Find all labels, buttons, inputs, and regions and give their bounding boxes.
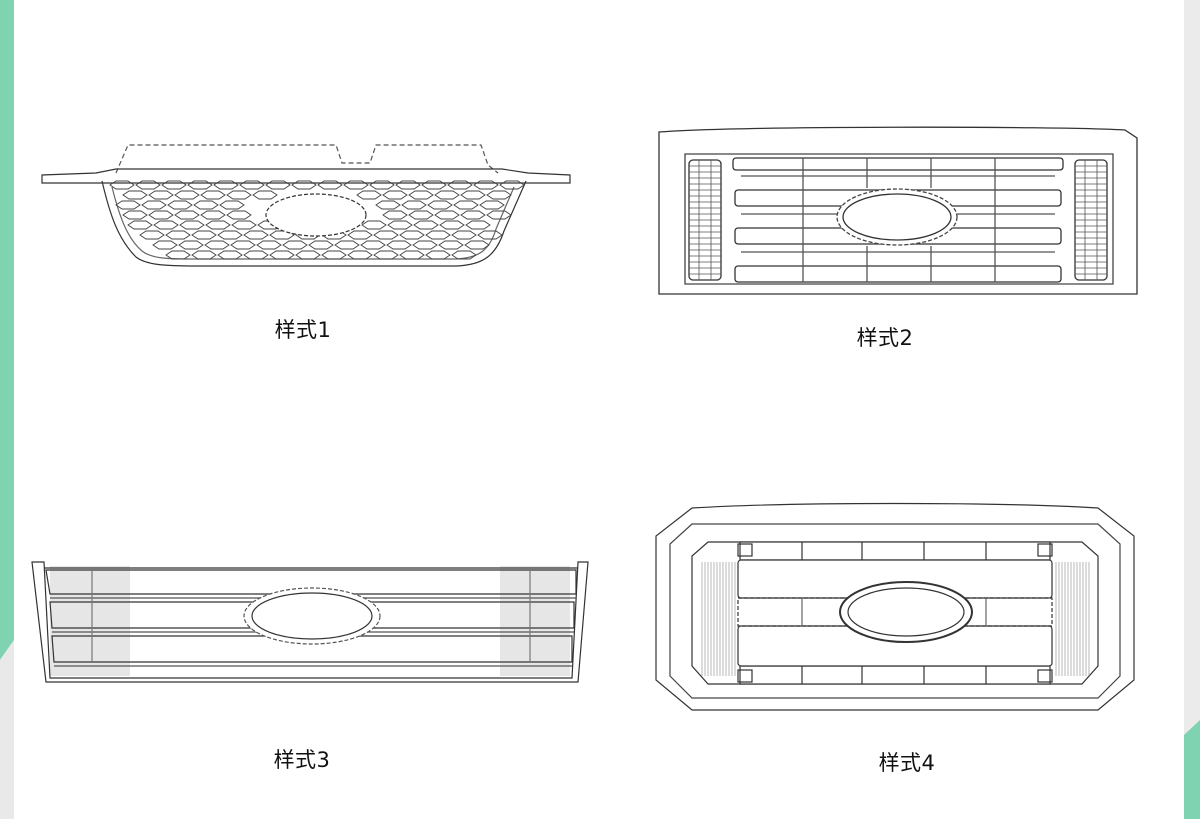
left-side-vent (688, 159, 722, 281)
hex-row (139, 230, 503, 240)
left-shade (50, 566, 130, 676)
hex-row (127, 220, 491, 230)
middle-frame (669, 523, 1121, 699)
right-side-vent (1074, 159, 1108, 281)
inner-frame (691, 541, 1099, 685)
lower-rail (739, 665, 1051, 685)
grille-style-3 (30, 558, 592, 684)
vertical-dividers (802, 158, 996, 282)
corner-clips (737, 543, 1053, 683)
inner-frame (684, 153, 1114, 285)
hex-row (115, 200, 505, 210)
center-bars (737, 559, 1053, 667)
green-corner (1184, 720, 1200, 819)
right-shade (500, 566, 570, 676)
green-accent (0, 0, 14, 660)
right-accent-strip (1184, 0, 1200, 819)
grille-style-1 (36, 135, 576, 275)
upper-rail (739, 541, 1051, 561)
hex-row (109, 180, 525, 190)
left-accent-strip (0, 0, 14, 819)
grille-style-4 (652, 500, 1138, 716)
oval-emblem (842, 193, 952, 241)
caption-style-2: 样式2 (856, 326, 914, 350)
hex-row (152, 240, 490, 250)
grey-accent (0, 640, 14, 819)
hex-row (165, 250, 477, 260)
grille-style-2 (655, 124, 1141, 300)
dashed-mounting-bracket (115, 144, 499, 174)
caption-style-4: 样式4 (878, 751, 936, 775)
caption-style-3: 样式3 (273, 748, 331, 772)
top-flange (41, 168, 571, 184)
outer-frame (655, 502, 1135, 711)
grille-body-outline (101, 180, 527, 267)
oval-emblem (265, 193, 367, 237)
outer-frame (31, 561, 589, 683)
grey-strip (1184, 0, 1200, 819)
oval-emblem (251, 592, 373, 640)
hex-row (122, 190, 512, 200)
hex-row (122, 210, 512, 220)
honeycomb-mesh (109, 180, 525, 260)
oval-emblem (847, 587, 965, 637)
grille-inner-outline (111, 186, 515, 260)
left-mesh (701, 562, 736, 676)
caption-style-1: 样式1 (274, 318, 332, 342)
bar-dividers (91, 570, 531, 662)
right-mesh (1055, 562, 1090, 676)
outer-frame (658, 126, 1138, 295)
